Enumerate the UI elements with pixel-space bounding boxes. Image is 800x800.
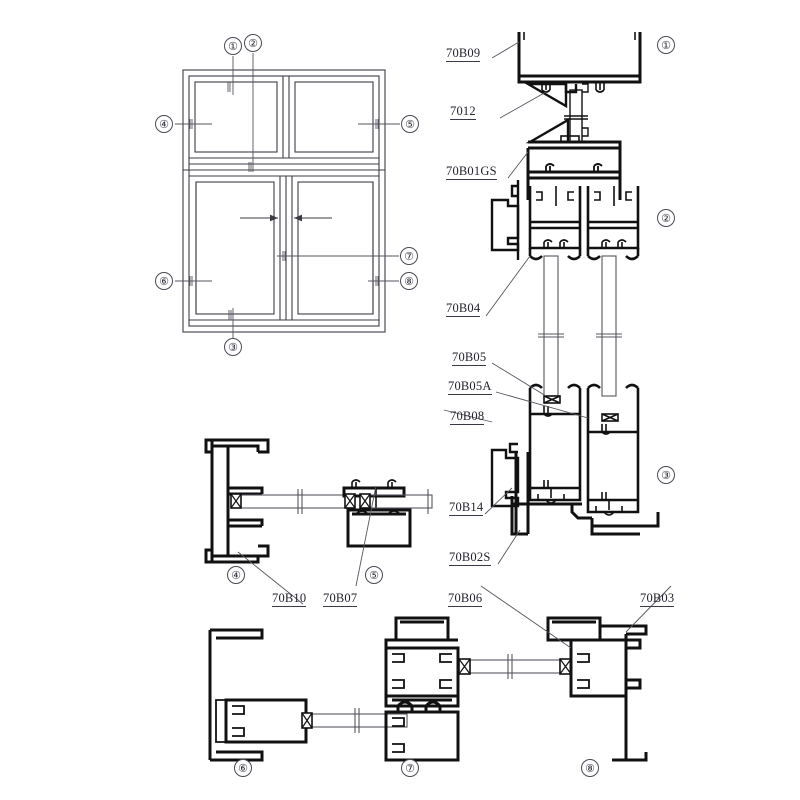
detail-1-head-thin	[523, 32, 636, 93]
part-label-70b14: 70B14	[449, 500, 484, 516]
detail-marker-6: ⑥	[234, 759, 252, 777]
detail-2-sash-right	[586, 186, 640, 261]
elevation-marker-4: ④	[155, 115, 173, 133]
part-label-70b02s: 70B02S	[449, 550, 491, 566]
part-label-70b08: 70B08	[450, 409, 485, 425]
detail-5-profile	[342, 486, 412, 548]
part-label-70b01gs: 70B01GS	[446, 164, 497, 180]
detail-marker-3: ③	[657, 466, 675, 484]
elevation-marker-5: ⑤	[401, 115, 419, 133]
elevation-view	[182, 69, 386, 333]
detail-marker-7: ⑦	[401, 759, 419, 777]
elevation-marker-6: ⑥	[155, 272, 173, 290]
detail-7-8-glazing-bar	[469, 654, 561, 679]
elevation-marker-7: ⑦	[400, 247, 418, 265]
part-label-70b06: 70B06	[448, 591, 483, 607]
detail-marker-4: ④	[227, 566, 245, 584]
detail-marker-2: ②	[657, 209, 675, 227]
detail-7-lower-profile	[384, 700, 460, 762]
detail-4-profile	[204, 438, 270, 564]
elevation-marker-1: ①	[224, 37, 242, 55]
part-label-7012: 7012	[450, 104, 476, 120]
detail-6-profile	[208, 628, 308, 762]
part-label-70b04: 70B04	[446, 301, 481, 317]
detail-1-lower-rail	[528, 140, 622, 150]
detail-1-head	[517, 32, 642, 84]
gasket-7012-lower	[525, 117, 570, 144]
part-label-70b05a: 70B05A	[448, 379, 492, 395]
detail-2-body	[526, 148, 622, 200]
elevation-marker-2: ②	[244, 34, 262, 52]
detail-1-lower-clip	[560, 135, 580, 143]
detail-3-sill-base	[510, 452, 660, 536]
elevation-marker-8: ⑧	[400, 272, 418, 290]
elevation-leaders	[175, 53, 400, 338]
part-label-70b09: 70B09	[446, 46, 481, 62]
detail-8-profile	[546, 616, 648, 762]
part-label-70b03: 70B03	[640, 591, 675, 607]
detail-marker-5: ⑤	[365, 566, 383, 584]
detail-3-sash-right	[586, 383, 640, 514]
glass-panes-mid	[538, 255, 622, 397]
part-label-70b07: 70B07	[323, 591, 358, 607]
detail-2-hooks	[545, 163, 603, 172]
detail-7-upper-profile	[384, 616, 460, 708]
part-label-70b10: 70B10	[272, 591, 307, 607]
part-leader-lines	[237, 41, 672, 649]
gasket-7012-upper	[523, 82, 578, 109]
detail-marker-8: ⑧	[581, 759, 599, 777]
detail-marker-1: ①	[657, 36, 675, 54]
elevation-marker-3: ③	[224, 338, 242, 356]
detail-3-side-bracket	[490, 442, 520, 508]
detail-4-5-glazing-bar	[230, 489, 351, 514]
part-label-70b05: 70B05	[452, 350, 487, 366]
detail-2-sash-left	[528, 186, 582, 261]
detail-2-side-bracket	[490, 180, 520, 260]
